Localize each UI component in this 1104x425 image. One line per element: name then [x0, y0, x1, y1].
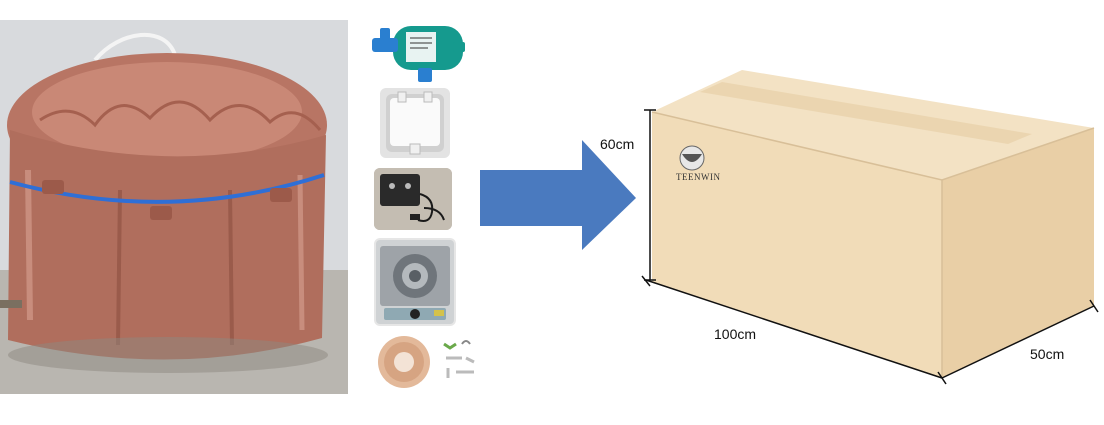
filter-cartridge-icon	[386, 91, 444, 155]
gas-filter-image	[368, 18, 468, 88]
box-side-face	[942, 128, 1094, 378]
hose-icon	[378, 336, 475, 388]
box-brand-text: TEENWIN	[676, 172, 721, 182]
length-dimension-line	[645, 279, 943, 379]
biogas-bag-illustration	[0, 20, 348, 394]
width-label: 50cm	[1030, 346, 1065, 362]
height-label: 60cm	[600, 136, 635, 152]
filter-icon	[372, 26, 465, 82]
pump-icon	[374, 168, 452, 230]
gas-stove-image	[374, 238, 456, 326]
hose-and-fittings-image	[376, 334, 486, 390]
box-front-face	[652, 112, 942, 378]
biogas-digester-photo	[0, 20, 348, 394]
right-arrow-icon	[480, 140, 636, 250]
gas-pump-image	[374, 168, 452, 230]
shipping-box-illustration	[641, 70, 1099, 385]
desulfurizer-image	[380, 88, 450, 158]
width-dimension-line	[941, 305, 1095, 379]
length-label: 100cm	[714, 326, 757, 342]
stove-icon	[376, 240, 454, 324]
